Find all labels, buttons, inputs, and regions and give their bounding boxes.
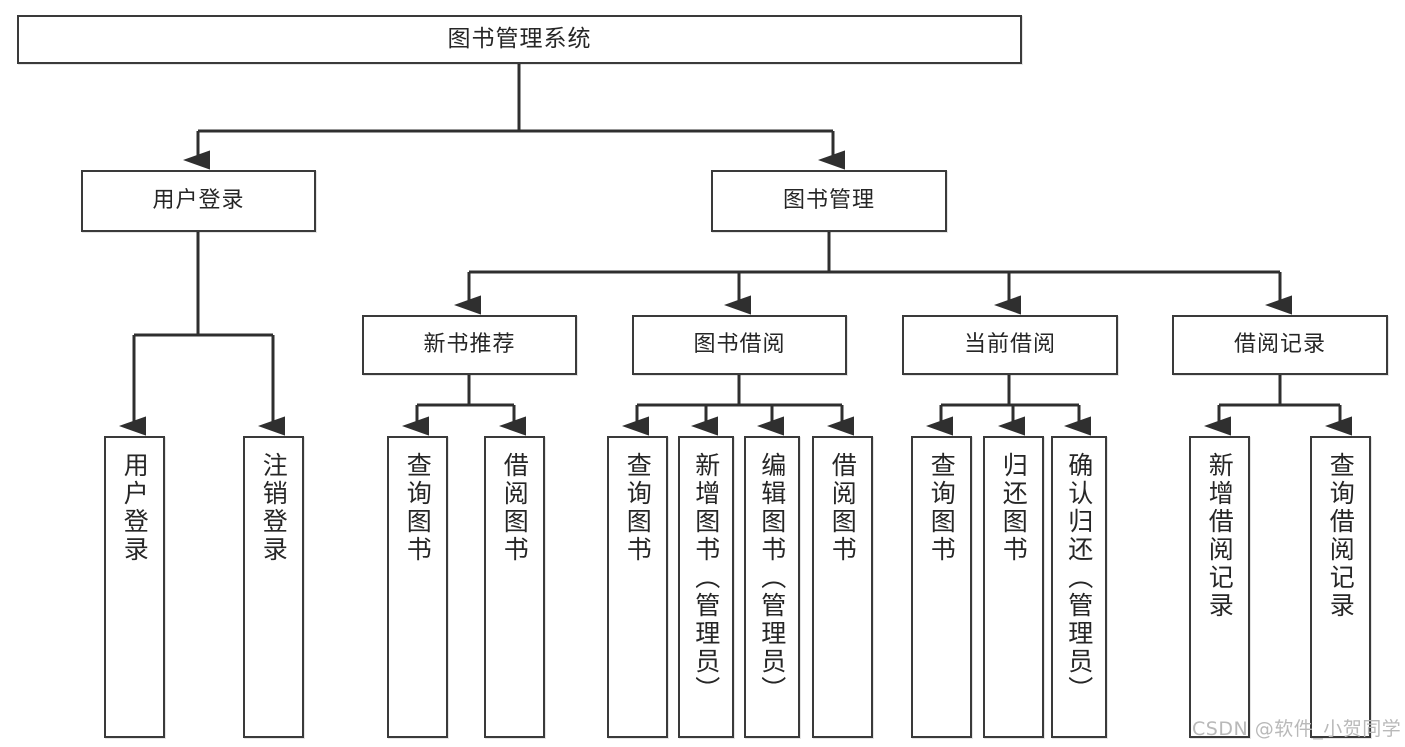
leaf-record-add-record[interactable]: 新增借阅记录 [1189, 436, 1250, 738]
leaf-user-logout[interactable]: 注销登录 [243, 436, 304, 738]
leaf-borrow-query-book[interactable]: 查询图书 [607, 436, 668, 738]
leaf-current-return-book[interactable]: 归还图书 [983, 436, 1044, 738]
leaf-borrow-add-book-admin[interactable]: 新增图书（管理员） [678, 436, 734, 738]
leaf-borrow-borrow-book-label: 借阅图书 [828, 452, 858, 564]
node-book-management-label: 图书管理 [782, 188, 875, 214]
node-root[interactable]: 图书管理系统 [17, 15, 1022, 64]
leaf-record-query-record[interactable]: 查询借阅记录 [1310, 436, 1371, 738]
leaf-record-add-record-label: 新增借阅记录 [1205, 452, 1235, 620]
node-current-borrow[interactable]: 当前借阅 [902, 315, 1118, 375]
leaf-newbook-borrow-book[interactable]: 借阅图书 [484, 436, 545, 738]
leaf-current-query-book[interactable]: 查询图书 [911, 436, 972, 738]
leaf-newbook-query-book-label: 查询图书 [403, 452, 433, 564]
node-borrow-record[interactable]: 借阅记录 [1172, 315, 1388, 375]
node-new-book-recommend-label: 新书推荐 [423, 332, 516, 358]
leaf-borrow-add-book-admin-label: 新增图书（管理员） [691, 452, 721, 704]
leaf-current-return-book-label: 归还图书 [999, 452, 1029, 564]
leaf-borrow-borrow-book[interactable]: 借阅图书 [812, 436, 873, 738]
leaf-user-logout-label: 注销登录 [259, 452, 289, 564]
leaf-current-confirm-return-admin-label: 确认归还（管理员） [1064, 452, 1094, 704]
node-book-borrow[interactable]: 图书借阅 [632, 315, 847, 375]
watermark: CSDN @软件_小贺同学 [1192, 718, 1402, 740]
leaf-current-confirm-return-admin[interactable]: 确认归还（管理员） [1051, 436, 1107, 738]
leaf-user-login-label: 用户登录 [120, 452, 150, 564]
node-root-label: 图书管理系统 [447, 26, 592, 53]
node-book-borrow-label: 图书借阅 [693, 332, 786, 358]
node-borrow-record-label: 借阅记录 [1233, 332, 1326, 358]
node-book-management[interactable]: 图书管理 [711, 170, 947, 232]
leaf-newbook-query-book[interactable]: 查询图书 [387, 436, 448, 738]
leaf-borrow-edit-book-admin-label: 编辑图书（管理员） [757, 452, 787, 704]
leaf-borrow-query-book-label: 查询图书 [623, 452, 653, 564]
node-user-login[interactable]: 用户登录 [81, 170, 316, 232]
leaf-borrow-edit-book-admin[interactable]: 编辑图书（管理员） [744, 436, 800, 738]
leaf-record-query-record-label: 查询借阅记录 [1326, 452, 1356, 620]
leaf-user-login[interactable]: 用户登录 [104, 436, 165, 738]
node-new-book-recommend[interactable]: 新书推荐 [362, 315, 577, 375]
node-current-borrow-label: 当前借阅 [963, 332, 1056, 358]
leaf-current-query-book-label: 查询图书 [927, 452, 957, 564]
leaf-newbook-borrow-book-label: 借阅图书 [500, 452, 530, 564]
node-user-login-label: 用户登录 [152, 188, 245, 214]
